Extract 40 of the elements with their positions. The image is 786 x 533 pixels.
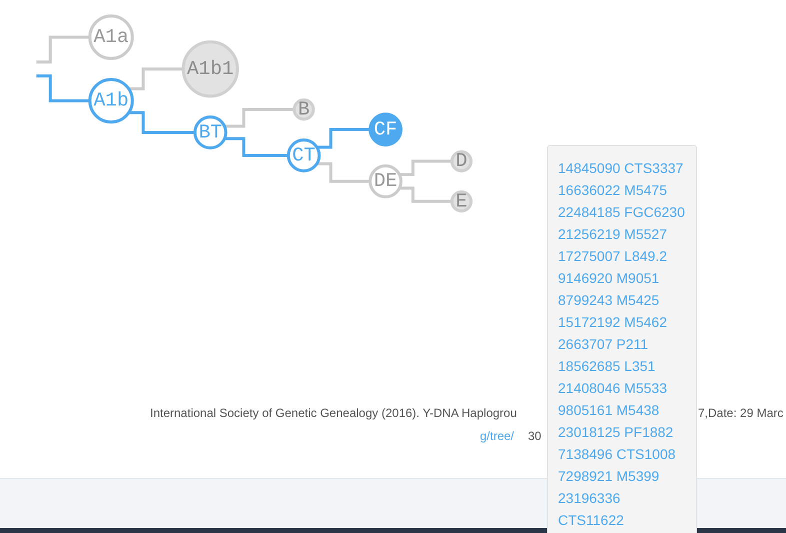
haplogroup-node: BT	[193, 116, 228, 150]
tooltip-item: 18562685 L351	[558, 357, 656, 376]
tooltip-item: 7298921 M5399	[558, 467, 660, 486]
tooltip-item: 22484185 FGC6230	[558, 203, 685, 222]
citation-text: 30	[528, 428, 542, 444]
tooltip-item: 23196336 CTS11622	[558, 489, 625, 530]
tooltip-item: 21408046 M5533	[558, 379, 667, 398]
tooltip-item: 2663707 P211	[558, 335, 648, 354]
branch-line	[316, 128, 370, 149]
haplogroup-node: B	[292, 98, 315, 121]
branch-line	[399, 186, 452, 203]
citation-link: g/tree/	[480, 428, 514, 444]
tooltip-item: 23018125 PF1882	[558, 423, 674, 442]
haplogroup-node: D	[450, 150, 473, 172]
branch-line	[224, 137, 288, 157]
haplogroup-node: CF	[368, 112, 402, 146]
haplogroup-node: A1b	[88, 78, 134, 124]
citation-text: 7,Date: 29 Marc	[698, 405, 784, 421]
haplogroup-node: DE	[368, 164, 402, 198]
branch-line	[36, 74, 90, 102]
tooltip-item: 21256219 M5527	[558, 225, 667, 244]
branch-line	[399, 160, 452, 176]
tooltip-item: 8799243 M5425	[558, 291, 660, 310]
haplogroup-node: A1a	[88, 14, 134, 60]
tooltip-item: 16636022 M5475	[558, 181, 667, 200]
tooltip-item: 7138496 CTS1008	[558, 445, 676, 464]
tooltip-item: 9805161 M5438	[558, 401, 660, 420]
tooltip-item: 15172192 M5462	[558, 313, 667, 332]
branch-line	[224, 108, 294, 128]
tooltip-item: 14845090 CTS3337	[558, 159, 684, 178]
haplogroup-node: CT	[286, 138, 321, 172]
branch-line	[316, 162, 370, 183]
tooltip-item: 17275007 L849.2	[558, 247, 667, 266]
branch-line	[36, 36, 90, 64]
citation-text: International Society of Genetic Genealogy (2016). Y-DNA Haplogrou	[150, 405, 517, 421]
branch-line	[128, 67, 184, 90]
haplogroup-node: A1b1	[182, 40, 239, 98]
branch-line	[128, 111, 195, 134]
haplogroup-node: E	[450, 190, 473, 213]
tooltip-item: 9146920 M9051	[558, 269, 660, 288]
